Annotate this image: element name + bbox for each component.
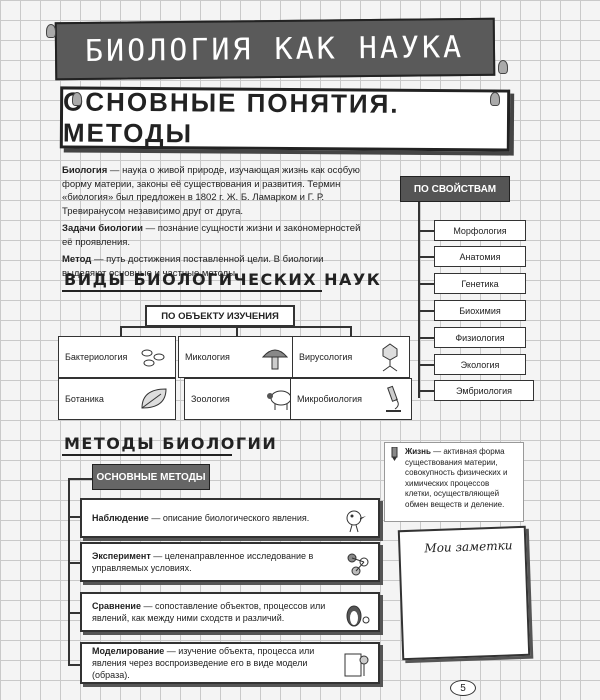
bacteria-icon bbox=[141, 349, 165, 367]
method-comparison: Сравнение — сопоставление объектов, проц… bbox=[80, 592, 380, 632]
science-label: Микология bbox=[185, 352, 230, 362]
definition-life: — активная форма существования материи, … bbox=[405, 447, 508, 509]
by-object-heading: ПО ОБЪЕКТУ ИЗУЧЕНИЯ bbox=[145, 305, 295, 327]
properties-heading: ПО СВОЙСТВАМ bbox=[400, 176, 510, 202]
leaf-icon bbox=[141, 388, 167, 409]
section-subtitle: ОСНОВНЫЕ ПОНЯТИЯ. МЕТОДЫ bbox=[59, 86, 511, 152]
property-item: Морфология bbox=[434, 220, 526, 241]
pin-icon bbox=[490, 92, 500, 106]
method-term: Наблюдение bbox=[92, 513, 149, 523]
method-term: Сравнение bbox=[92, 601, 141, 611]
science-bacteriology: Бактериология bbox=[58, 336, 176, 378]
microscope-icon bbox=[386, 385, 401, 412]
pin-icon bbox=[498, 60, 508, 74]
science-label: Ботаника bbox=[65, 394, 104, 404]
observer-bird-icon bbox=[346, 510, 366, 533]
pencil-icon bbox=[391, 447, 398, 461]
science-mycology: Микология bbox=[178, 336, 296, 378]
intro-text: Биология — наука о живой природе, изучаю… bbox=[62, 164, 362, 284]
tree-branch bbox=[68, 612, 82, 614]
term-biology: Биология bbox=[62, 165, 108, 176]
definition-biology: — наука о живой природе, изучающая жизнь… bbox=[62, 165, 360, 217]
term-life: Жизнь bbox=[405, 447, 431, 456]
pin-icon bbox=[72, 92, 82, 106]
tree-branch bbox=[68, 664, 82, 666]
penguin-icon bbox=[346, 605, 370, 627]
science-label: Зоология bbox=[191, 394, 230, 404]
tree-branch bbox=[350, 326, 352, 338]
method-term: Моделирование bbox=[92, 646, 165, 656]
term-tasks: Задачи биологии bbox=[62, 223, 143, 234]
science-label: Бактериология bbox=[65, 352, 128, 362]
property-item: Эмбриология bbox=[434, 380, 534, 401]
molecules-icon bbox=[347, 553, 369, 576]
tree-branch bbox=[68, 478, 92, 480]
pin-icon bbox=[46, 24, 56, 38]
tree-connector bbox=[120, 326, 350, 328]
definition-tasks: — познание сущности жизни и закономернос… bbox=[62, 223, 361, 248]
science-zoology: Зоология bbox=[184, 378, 302, 420]
title-underline bbox=[62, 290, 322, 292]
mushroom-icon bbox=[261, 349, 289, 370]
tree-branch bbox=[120, 326, 122, 338]
method-modeling: Моделирование — изучение объекта, процес… bbox=[80, 642, 380, 684]
tree-branch bbox=[418, 337, 434, 339]
basic-methods-heading: ОСНОВНЫЕ МЕТОДЫ bbox=[92, 464, 210, 490]
method-observation: Наблюдение — описание биологического явл… bbox=[80, 498, 380, 538]
method-experiment: Эксперимент — целенаправленное исследова… bbox=[80, 542, 380, 582]
property-item: Генетика bbox=[434, 273, 526, 294]
notes-title: Мои заметки bbox=[424, 538, 513, 556]
tree-branch bbox=[418, 390, 434, 392]
property-item: Физиология bbox=[434, 327, 526, 348]
tree-branch bbox=[236, 326, 238, 338]
section-title-methods: МЕТОДЫ БИОЛОГИИ bbox=[64, 434, 278, 453]
life-definition-note: Жизнь — активная форма существования мат… bbox=[384, 442, 524, 522]
science-virology: Вирусология bbox=[292, 336, 410, 378]
tree-branch bbox=[418, 256, 434, 258]
property-item: Анатомия bbox=[434, 246, 526, 267]
model-figure-icon bbox=[344, 653, 369, 677]
tree-branch bbox=[418, 364, 434, 366]
method-text: — сопоставление объектов, процессов или … bbox=[92, 601, 326, 623]
tree-branch bbox=[418, 230, 434, 232]
page-number: 5 bbox=[450, 680, 476, 696]
tree-connector bbox=[418, 202, 420, 398]
tree-connector bbox=[68, 478, 70, 666]
method-text: — изучение объекта, процесса или явления… bbox=[92, 646, 315, 680]
page-title: БИОЛОГИЯ КАК НАУКА bbox=[54, 17, 496, 81]
property-item: Биохимия bbox=[434, 300, 526, 321]
method-text: — описание биологического явления. bbox=[148, 513, 310, 523]
sheep-icon bbox=[267, 390, 292, 410]
property-item: Экология bbox=[434, 354, 526, 375]
title-underline bbox=[62, 454, 232, 456]
science-microbiology: Микробиология bbox=[290, 378, 412, 420]
tree-branch bbox=[68, 516, 82, 518]
method-term: Эксперимент bbox=[92, 551, 151, 561]
method-text: — целенаправленное исследование в управл… bbox=[92, 551, 314, 573]
tree-branch bbox=[418, 283, 434, 285]
tree-branch bbox=[418, 310, 434, 312]
tree-branch bbox=[68, 562, 82, 564]
science-label: Микробиология bbox=[297, 394, 363, 404]
definition-method: — путь достижения поставленной цели. В б… bbox=[62, 254, 324, 279]
science-label: Вирусология bbox=[299, 352, 353, 362]
section-title-kinds: ВИДЫ БИОЛОГИЧЕСКИХ НАУК bbox=[64, 270, 382, 289]
notes-card: Мои заметки bbox=[397, 525, 531, 661]
science-botany: Ботаника bbox=[58, 378, 176, 420]
term-method: Метод bbox=[62, 254, 92, 265]
virus-icon bbox=[382, 343, 398, 372]
